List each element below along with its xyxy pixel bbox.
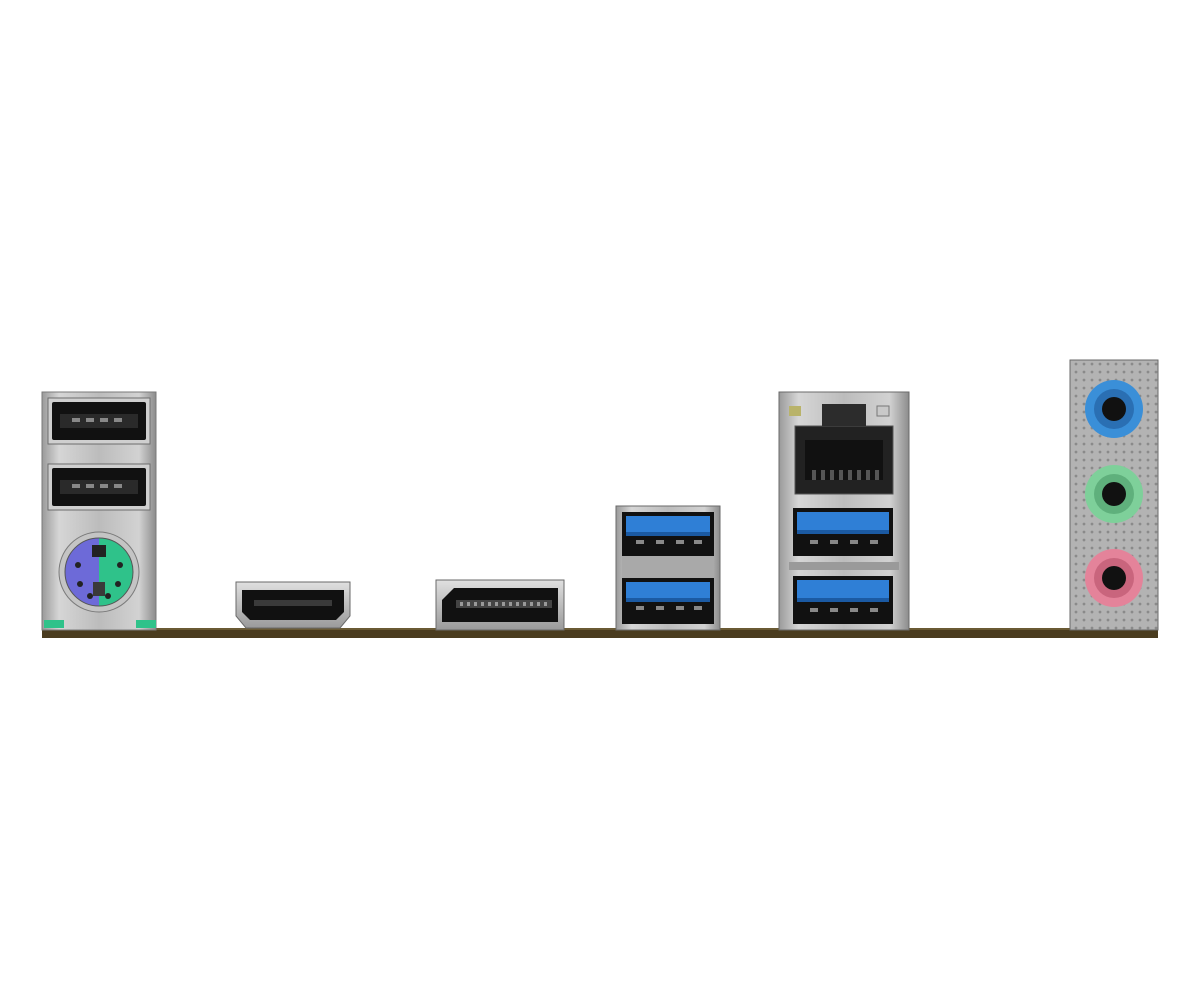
rj45-lan-port-icon: [789, 404, 894, 495]
lan-usb3-stack: [778, 391, 910, 631]
usb3-stack-icon: [615, 505, 721, 631]
ps2-combo-port-icon: [58, 531, 140, 613]
audio-jack-blue-icon: [1085, 380, 1143, 438]
audio-jacks-icon: [1069, 359, 1159, 631]
usb2-port-top-icon: [47, 397, 151, 445]
audio-jack-pink-icon: [1085, 549, 1143, 607]
usb2-ps2-stack: [41, 391, 157, 631]
usb2-port-bottom-icon: [47, 463, 151, 511]
usb3-lan-stack-icon: [789, 508, 899, 624]
pcb-edge: [42, 628, 1158, 638]
audio-jack-green-icon: [1085, 465, 1143, 523]
displayport-icon: [435, 579, 565, 631]
hdmi-port-icon: [235, 581, 351, 629]
